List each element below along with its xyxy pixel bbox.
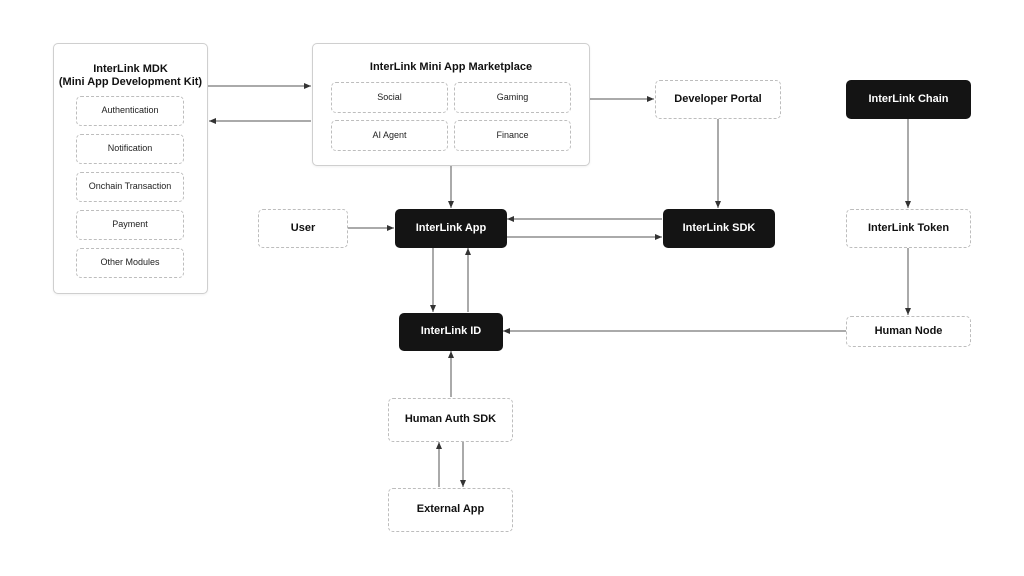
developer-portal-node[interactable]: Developer Portal <box>655 80 781 119</box>
category-social[interactable]: Social <box>331 82 448 113</box>
category-ai-agent[interactable]: AI Agent <box>331 120 448 151</box>
module-payment[interactable]: Payment <box>76 210 184 240</box>
module-onchain-transaction[interactable]: Onchain Transaction <box>76 172 184 202</box>
marketplace-title: InterLink Mini App Marketplace <box>369 61 533 73</box>
user-node[interactable]: User <box>258 209 348 248</box>
interlink-id-node[interactable]: InterLink ID <box>399 313 503 351</box>
interlink-chain-node[interactable]: InterLink Chain <box>846 80 971 119</box>
module-authentication[interactable]: Authentication <box>76 96 184 126</box>
human-auth-sdk-node[interactable]: Human Auth SDK <box>388 398 513 442</box>
category-finance[interactable]: Finance <box>454 120 571 151</box>
category-gaming[interactable]: Gaming <box>454 82 571 113</box>
interlink-sdk-node[interactable]: InterLink SDK <box>663 209 775 248</box>
human-node[interactable]: Human Node <box>846 316 971 347</box>
module-notification[interactable]: Notification <box>76 134 184 164</box>
external-app-node[interactable]: External App <box>388 488 513 532</box>
interlink-token-node[interactable]: InterLink Token <box>846 209 971 248</box>
mdk-title: InterLink MDK <box>93 63 168 75</box>
interlink-app-node[interactable]: InterLink App <box>395 209 507 248</box>
module-other[interactable]: Other Modules <box>76 248 184 278</box>
mdk-subtitle: (Mini App Development Kit) <box>58 76 203 88</box>
